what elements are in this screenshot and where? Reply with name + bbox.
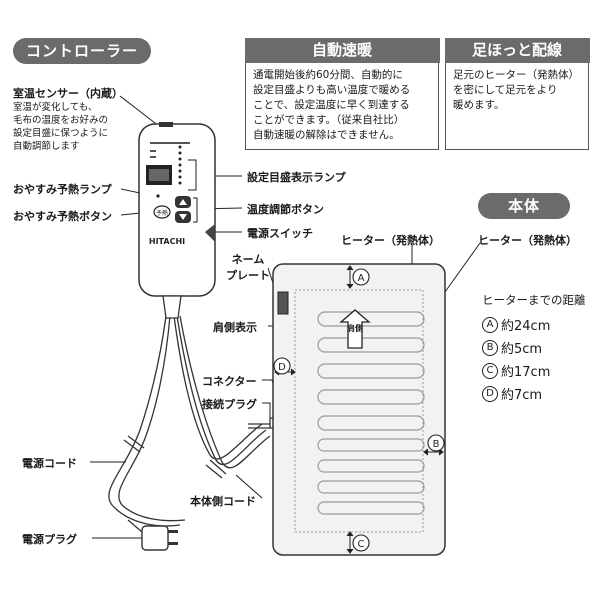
heater-label-left: ヒーター（発熱体） — [341, 234, 440, 247]
shoulder-label: 肩側表示 — [213, 321, 257, 334]
auto-heat-text: 通電開始後約60分間、自動的に 設定目盛よりも高い温度で暖める ことで、設定温度… — [253, 68, 411, 141]
connector-label: コネクター — [202, 375, 257, 388]
cords — [108, 296, 271, 527]
sensor-description: 室温が変化しても、 毛布の温度をお好みの 設定目盛に保つように 自動調節します — [13, 102, 109, 152]
dimension-labels: A B C D — [273, 268, 445, 552]
heater-wires — [317, 311, 425, 515]
sensor-title: 室温センサー（内蔵） — [13, 87, 123, 100]
svg-text:D: D — [278, 362, 286, 373]
controller-device: 予熱 HITACHI — [138, 122, 216, 297]
power-cord-label: 電源コード — [22, 457, 77, 470]
connect-plug-label: 接続プラグ — [202, 398, 257, 411]
brand-logo: HITACHI — [149, 237, 185, 246]
svg-text:A: A — [358, 273, 365, 284]
foot-wiring-text: 足元のヒーター（発熱体） を密にして足元をより 暖めます。 — [453, 68, 579, 111]
body-cord-label: 本体側コード — [190, 495, 256, 508]
power-switch-label: 電源スイッチ — [247, 227, 313, 240]
power-plug — [127, 519, 178, 551]
svg-text:B: B — [433, 439, 440, 450]
auto-heat-box: 自動速暖 通電開始後約60分間、自動的に 設定目盛よりも高い温度で暖める ことで… — [244, 37, 440, 150]
nameplate-label: ネーム プレート — [226, 253, 270, 282]
sleep-button-label: おやすみ予熱ボタン — [13, 210, 112, 223]
power-plug-label: 電源プラグ — [22, 533, 77, 546]
auto-heat-title: 自動速暖 — [244, 37, 440, 63]
svg-text:C: C — [358, 539, 365, 550]
foot-wiring-title: 足ほっと配線 — [444, 37, 590, 63]
foot-wiring-box: 足ほっと配線 足元のヒーター（発熱体） を密にして足元をより 暖めます。 — [444, 37, 590, 150]
blanket-body: 肩側 — [272, 263, 446, 556]
temp-button-label: 温度調節ボタン — [247, 203, 324, 216]
sleep-lamp-label: おやすみ予熱ランプ — [13, 183, 112, 196]
distance-title: ヒーターまでの距離 — [482, 293, 586, 307]
shoulder-mark: 肩側 — [347, 323, 363, 333]
controller-section-title: コントローラー — [13, 38, 151, 64]
heater-label-right: ヒーター（発熱体） — [478, 234, 577, 247]
svg-text:予熱: 予熱 — [156, 209, 168, 217]
setting-lamp-label: 設定目盛表示ランプ — [247, 171, 346, 184]
body-section-title: 本体 — [478, 193, 570, 219]
